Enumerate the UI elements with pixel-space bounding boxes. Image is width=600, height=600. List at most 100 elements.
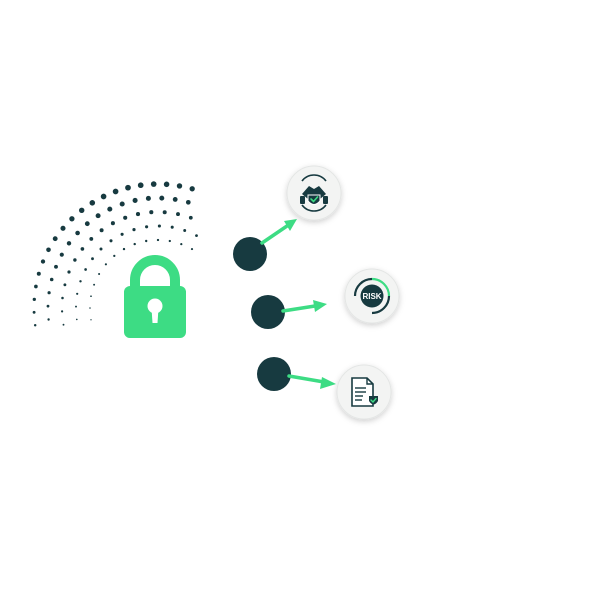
- halftone-dot: [168, 239, 171, 243]
- halftone-dot: [80, 247, 85, 251]
- handshake-shield-icon: [300, 174, 328, 212]
- connector-node-1: [233, 237, 267, 271]
- halftone-dot: [157, 224, 161, 228]
- badge-document: [336, 364, 392, 420]
- halftone-dot: [135, 212, 141, 217]
- halftone-dot: [95, 213, 101, 219]
- halftone-dot: [62, 323, 65, 326]
- badge-risk: RISK: [344, 268, 400, 324]
- halftone-dot: [32, 297, 36, 302]
- halftone-dot: [156, 238, 160, 242]
- halftone-dot: [145, 225, 149, 229]
- arrow-1-line: [260, 224, 289, 245]
- halftone-dot: [61, 296, 64, 300]
- halftone-dot: [176, 183, 183, 189]
- connector-node-3: [257, 357, 291, 391]
- halftone-dot: [47, 318, 50, 321]
- halftone-dot: [63, 283, 67, 287]
- halftone-dot: [133, 242, 136, 246]
- halftone-dot: [69, 216, 75, 222]
- halftone-dot: [36, 271, 41, 276]
- halftone-dot: [109, 239, 113, 243]
- halftone-dot: [75, 318, 78, 321]
- halftone-dot: [110, 221, 115, 226]
- halftone-dot: [176, 212, 180, 217]
- badge-handshake: [286, 165, 342, 221]
- arrow-2-head: [313, 300, 327, 312]
- connector-node-2: [251, 295, 285, 329]
- halftone-dot: [89, 200, 96, 206]
- halftone-dot: [107, 206, 113, 212]
- halftone-dot: [180, 243, 183, 246]
- halftone-dot: [32, 310, 36, 314]
- document-check-icon: [351, 377, 378, 407]
- halftone-dot: [75, 305, 77, 308]
- halftone-dot: [67, 270, 71, 274]
- arrow-2-line: [281, 304, 317, 313]
- halftone-dot: [60, 225, 66, 231]
- connector-2: [251, 295, 327, 329]
- halftone-dot: [188, 215, 193, 220]
- halftone-dot: [84, 268, 87, 271]
- halftone-dot: [120, 232, 124, 236]
- halftone-dot: [34, 284, 38, 289]
- halftone-dot: [89, 236, 94, 241]
- halftone-dot: [98, 272, 101, 276]
- halftone-dot: [172, 196, 178, 202]
- halftone-dot: [125, 184, 131, 191]
- halftone-dot: [145, 239, 148, 243]
- halftone-dot: [137, 182, 144, 189]
- halftone-dot: [113, 254, 116, 258]
- halftone-dot: [91, 257, 94, 261]
- halftone-dot: [189, 186, 195, 192]
- halftone-dot: [112, 188, 119, 195]
- connector-1: [233, 219, 297, 271]
- risk-gauge-icon: RISK: [353, 277, 391, 315]
- halftone-dot: [195, 234, 198, 237]
- halftone-dot: [163, 181, 170, 188]
- halftone-dot: [183, 229, 187, 232]
- halftone-dot: [119, 201, 125, 207]
- arrow-3-line: [287, 374, 326, 384]
- halftone-dot: [145, 195, 151, 201]
- connector-3: [257, 357, 336, 391]
- halftone-dot: [33, 324, 37, 327]
- padlock-icon: [124, 255, 186, 338]
- halftone-dot: [149, 210, 154, 215]
- halftone-dot: [90, 295, 92, 298]
- halftone-dot: [99, 228, 104, 233]
- halftone-dot: [60, 310, 64, 313]
- halftone-dot: [79, 280, 82, 283]
- arrow-3-head: [320, 377, 336, 389]
- halftone-dot: [47, 291, 51, 295]
- arrow-1-head: [284, 219, 297, 231]
- halftone-dot: [123, 215, 128, 220]
- halftone-dot: [100, 193, 107, 200]
- halftone-dot: [185, 199, 191, 205]
- halftone-dot-arc: [32, 181, 198, 327]
- halftone-dot: [170, 225, 174, 229]
- halftone-dot: [40, 259, 46, 264]
- halftone-dot: [93, 283, 96, 286]
- halftone-dot: [49, 277, 54, 282]
- halftone-dot: [66, 241, 72, 246]
- halftone-dot: [46, 304, 50, 308]
- risk-label: RISK: [362, 292, 381, 301]
- halftone-dot: [162, 210, 167, 215]
- halftone-dot: [150, 181, 157, 187]
- halftone-dot: [132, 228, 136, 232]
- halftone-dot: [104, 263, 107, 266]
- halftone-dot: [90, 319, 92, 321]
- halftone-dot: [190, 248, 194, 251]
- halftone-dot: [46, 247, 51, 253]
- halftone-dot: [159, 195, 165, 201]
- halftone-dot: [73, 258, 77, 262]
- halftone-dot: [84, 221, 90, 227]
- halftone-dot: [59, 252, 64, 257]
- halftone-dot: [52, 236, 58, 242]
- halftone-dot: [89, 307, 91, 309]
- halftone-dot: [75, 230, 80, 236]
- halftone-dot: [132, 197, 138, 203]
